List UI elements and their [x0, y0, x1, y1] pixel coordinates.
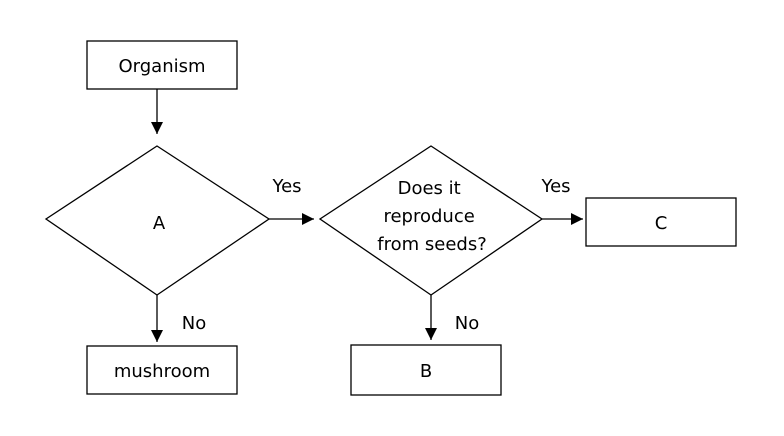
b-label: B: [420, 361, 432, 382]
edge-a-yes-label: Yes: [271, 176, 301, 197]
mushroom-box: [86, 345, 238, 395]
b-box: [350, 344, 502, 396]
node-organism: Organism: [86, 40, 238, 90]
organism-label: Organism: [118, 56, 205, 77]
mushroom-label: mushroom: [114, 361, 210, 382]
node-decision-seeds: Does it reproduce from seeds?: [318, 145, 544, 296]
c-label: C: [655, 213, 668, 234]
decision-seeds-line-1: Does it: [398, 178, 461, 199]
node-decision-a: A: [44, 145, 271, 296]
organism-box: [86, 40, 238, 90]
c-box: [585, 197, 737, 247]
node-c: C: [585, 197, 737, 247]
decision-a-label: A: [153, 213, 166, 234]
decision-seeds-line-3: from seeds?: [377, 234, 487, 255]
decision-seeds-label: Does it reproduce from seeds?: [377, 178, 487, 255]
decision-seeds-line-2: reproduce: [383, 206, 474, 227]
node-mushroom: mushroom: [86, 345, 238, 395]
edge-a-no-label: No: [182, 313, 206, 334]
edge-seeds-yes-label: Yes: [540, 176, 570, 197]
edge-seeds-no-label: No: [455, 313, 479, 334]
node-b: B: [350, 344, 502, 396]
